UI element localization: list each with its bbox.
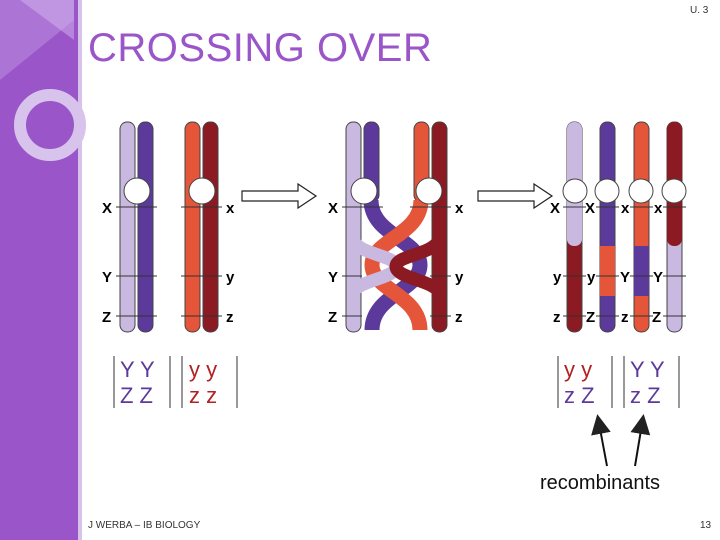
gene-label: X — [102, 200, 112, 217]
gene-label: Z — [652, 309, 661, 326]
centromere — [661, 178, 687, 204]
page-number: 13 — [700, 520, 712, 531]
gene-label: z — [621, 309, 629, 326]
arrow-right — [241, 182, 318, 210]
gene-label: Y — [102, 269, 112, 286]
allele-row: z Z — [630, 383, 661, 408]
sidebar-stripe — [78, 0, 82, 540]
chromatid-dark-red — [431, 121, 448, 333]
slide-id: U. 3 — [690, 5, 709, 16]
recombinant-chromatid — [633, 121, 650, 333]
recombinant-chromatid — [599, 121, 616, 333]
gene-label: x — [455, 200, 464, 217]
pointer-arrow — [630, 414, 651, 467]
gene-label: X — [585, 200, 595, 217]
centromere — [350, 177, 378, 205]
gene-label: X — [550, 200, 560, 217]
allele-row: z z — [189, 383, 217, 408]
centromere — [562, 178, 588, 204]
chromatid-light-purple — [345, 121, 362, 333]
gene-label: y — [226, 269, 235, 286]
allele-row: y y — [564, 357, 592, 382]
chromatid-dark-red — [202, 121, 219, 333]
pointer-arrow — [591, 414, 611, 467]
chromatid-light-red — [184, 121, 201, 333]
gene-label: y — [553, 269, 562, 286]
stage-crossing: X Y Z x y z — [328, 121, 464, 333]
gene-label: Y — [328, 269, 338, 286]
gene-label: y — [455, 269, 464, 286]
gene-label: y — [587, 269, 596, 286]
allele-row: z Z — [564, 383, 595, 408]
chromatid-light-red-twisted — [364, 199, 429, 331]
decorative-shapes — [0, 0, 86, 161]
allele-text: Y Y Z Z y y z z y y z Z Y Y z Z — [120, 357, 665, 408]
gene-label: x — [621, 200, 630, 217]
sidebar-band — [0, 0, 78, 540]
gene-label: Z — [586, 309, 595, 326]
allele-row: Y Y — [630, 357, 665, 382]
gene-label: z — [553, 309, 561, 326]
chromatid-dark-purple — [137, 121, 154, 333]
allele-row: Y Y — [120, 357, 155, 382]
chromatid-light-purple — [119, 121, 136, 333]
footer-text: J WERBA – IB BIOLOGY — [88, 520, 201, 531]
centromere — [123, 177, 151, 205]
gene-label: Z — [102, 309, 111, 326]
recombinants-label: recombinants — [540, 472, 661, 494]
gene-label: X — [328, 200, 338, 217]
gene-label: Z — [328, 309, 337, 326]
allele-row: y y — [189, 357, 217, 382]
gene-label: z — [226, 309, 234, 326]
gene-label: x — [654, 200, 663, 217]
allele-brackets — [113, 356, 680, 408]
allele-row: Z Z — [120, 383, 153, 408]
gene-label: Y — [620, 269, 630, 286]
arrow-right — [477, 182, 554, 210]
chromatid-dark-purple-twisted — [363, 199, 428, 331]
centromere — [628, 178, 654, 204]
gene-label: Y — [653, 269, 663, 286]
centromere — [415, 177, 443, 205]
stage-before: X Y Z x y z — [102, 121, 235, 333]
centromere — [188, 177, 216, 205]
gene-label: z — [455, 309, 463, 326]
stage-after: X X x x y y Y Y z Z z Z — [550, 121, 687, 333]
centromere — [594, 178, 620, 204]
gene-label: x — [226, 200, 235, 217]
slide-title: CROSSING OVER — [88, 26, 433, 70]
